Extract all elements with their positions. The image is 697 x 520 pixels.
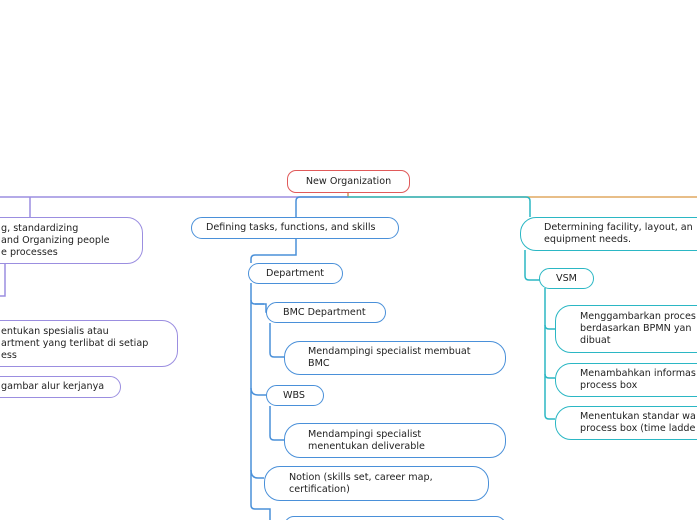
note-bmc-line-2: BMC (308, 358, 330, 369)
topic-line-2: and Organizing people (1, 234, 110, 246)
note-bmc-line-1: Mendampingi specialist membuat (308, 346, 471, 357)
subtopic-specialist-departments[interactable]: entukan spesialis atau artment yang terl… (0, 320, 178, 367)
subtopic-line-2: artment yang terlibat di setiap (1, 337, 149, 349)
note-vsm-info-line-1: Menambahkan informas (580, 368, 696, 379)
note-wbs-line-2: menentukan deliverable (308, 440, 425, 452)
note-vsm-bpmn-line-1: Menggambarkan proces (580, 311, 696, 322)
subtopic-workflow[interactable]: gambar alur kerjanya (0, 376, 121, 398)
note-vsm-process-box-info[interactable]: Menambahkan informas process box (555, 363, 697, 397)
note-vsm-time-line-1: Menentukan standar wa (580, 411, 696, 422)
subtopic-vsm-label: VSM (556, 272, 577, 284)
topic-defining-tasks[interactable]: Defining tasks, functions, and skills (191, 217, 399, 239)
note-partial-bottom[interactable] (284, 516, 506, 520)
topic-facility-layout[interactable]: Determining facility, layout, an equipme… (520, 217, 697, 251)
topic-line-3: e processes (1, 246, 58, 258)
subtopic-department-label: Department (266, 267, 325, 279)
subtopic-vsm[interactable]: VSM (539, 268, 594, 289)
topic-standardizing-people[interactable]: g, standardizing and Organizing people e… (0, 217, 143, 264)
topic-line-1: g, standardizing (1, 222, 79, 234)
note-vsm-bpmn[interactable]: Menggambarkan proces berdasarkan BPMN ya… (555, 305, 697, 353)
subtopic-notion-line-1: Notion (skills set, career map, (289, 471, 433, 483)
root-topic[interactable]: New Organization (287, 170, 410, 193)
subtopic-department[interactable]: Department (248, 263, 343, 284)
note-vsm-info-line-2: process box (580, 380, 638, 391)
note-vsm-bpmn-line-2: berdasarkan BPMN yan (580, 323, 692, 334)
subtopic-bmc-department[interactable]: BMC Department (266, 302, 386, 323)
subtopic-notion-line-2: certification) (289, 483, 350, 495)
note-vsm-time-line-2: process box (time ladde (580, 423, 696, 434)
subtopic-wbs-label: WBS (283, 389, 305, 401)
note-bmc-specialist[interactable]: Mendampingi specialist membuat BMC (284, 341, 506, 375)
subtopic-line-3: ess (1, 349, 17, 361)
note-vsm-bpmn-line-3: dibuat (580, 335, 611, 346)
topic-facility-line-1: Determining facility, layout, an (544, 222, 693, 233)
topic-defining-tasks-label: Defining tasks, functions, and skills (206, 222, 376, 233)
root-topic-label: New Organization (305, 175, 392, 187)
topic-facility-line-2: equipment needs. (544, 234, 631, 245)
subtopic-workflow-label: gambar alur kerjanya (1, 381, 105, 392)
subtopic-notion[interactable]: Notion (skills set, career map, certific… (264, 466, 489, 501)
note-wbs-specialist[interactable]: Mendampingi specialist menentukan delive… (284, 423, 506, 458)
subtopic-wbs[interactable]: WBS (266, 385, 324, 406)
note-vsm-time-ladder[interactable]: Menentukan standar wa process box (time … (555, 406, 697, 440)
subtopic-line-1: entukan spesialis atau (1, 325, 109, 337)
subtopic-bmc-department-label: BMC Department (283, 306, 366, 318)
note-wbs-line-1: Mendampingi specialist (308, 428, 422, 440)
